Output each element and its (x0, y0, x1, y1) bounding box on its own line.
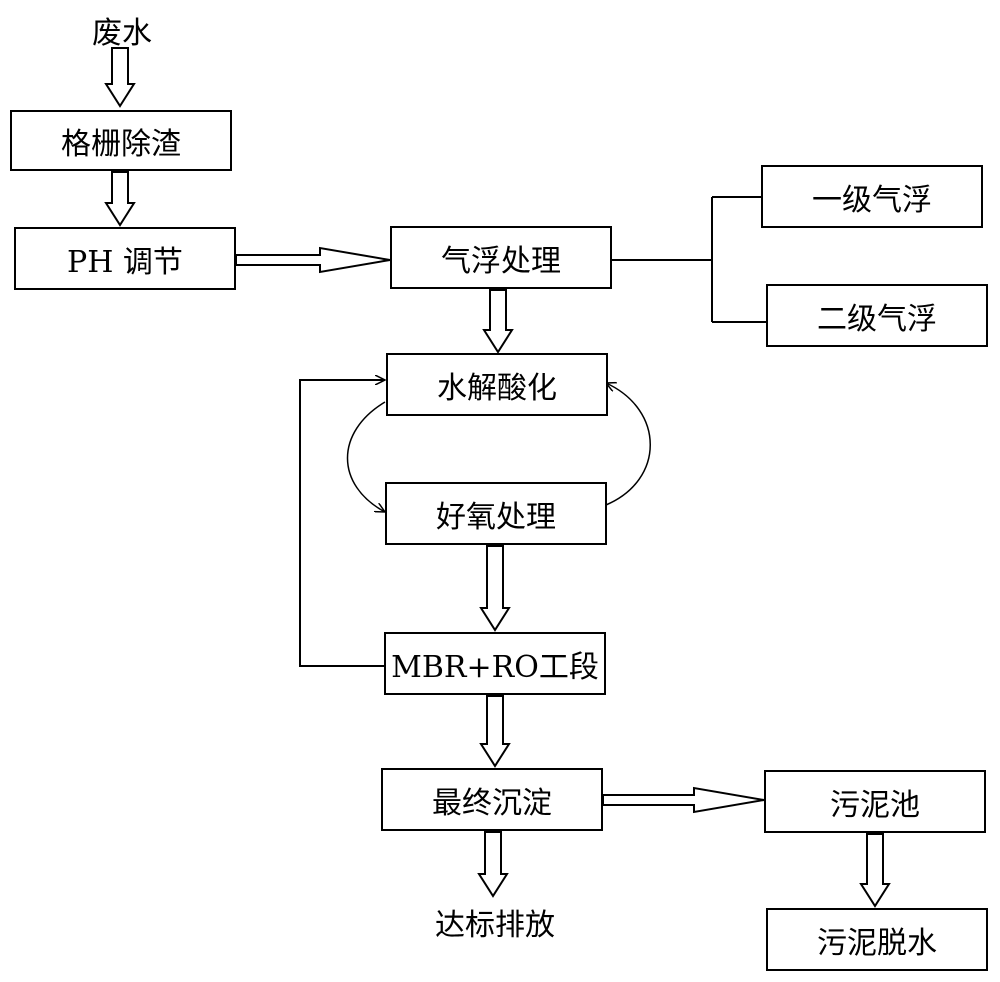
air-flotation-box: 气浮处理 (390, 226, 612, 289)
grille-slag-removal-box: 格栅除渣 (10, 110, 232, 171)
arrow-mbr-to-settling (479, 695, 511, 768)
secondary-flotation-box: 二级气浮 (766, 284, 988, 347)
wastewater-label: 废水 (92, 16, 152, 51)
arrow-wastewater-to-grille (104, 47, 136, 108)
primary-flotation-box: 一级气浮 (761, 165, 983, 228)
arrow-settling-to-discharge (477, 831, 509, 898)
arrow-grille-to-ph (104, 171, 136, 227)
hydrolysis-acidification-box: 水解酸化 (386, 353, 608, 416)
aerobic-treatment-box: 好氧处理 (385, 482, 607, 545)
sludge-dewatering-box: 污泥脱水 (766, 908, 988, 971)
final-settling-box: 最终沉淀 (381, 768, 603, 831)
arrow-settling-to-sludge-pool (602, 786, 765, 814)
circulation-arrows (346, 383, 651, 512)
mbr-ro-section-box: MBR+RO工段 (384, 632, 606, 695)
sludge-pool-box: 污泥池 (764, 770, 986, 833)
arrow-sludge-pool-to-dewatering (859, 833, 891, 908)
recycle-loop-connector (299, 380, 385, 667)
discharge-label: 达标排放 (435, 908, 555, 943)
arrow-flotation-to-hydrolysis (482, 289, 514, 354)
flotation-branch-connector (610, 196, 767, 323)
arrow-ph-to-flotation (235, 246, 391, 274)
arrow-aerobic-to-mbr (479, 545, 511, 632)
ph-adjustment-box: PH 调节 (14, 227, 236, 290)
